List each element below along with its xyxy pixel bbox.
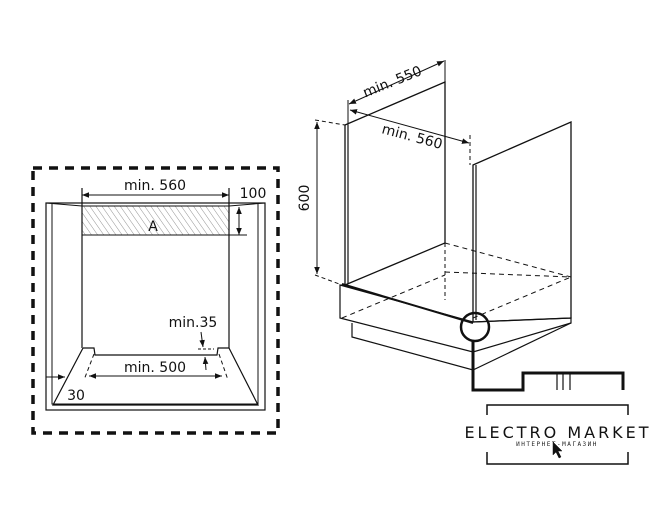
hatched-zone-a <box>81 205 230 236</box>
depth-gap-label: min.35 <box>169 315 218 331</box>
side-gap-label: 30 <box>67 388 85 404</box>
watermark-brand: ELECTRO MARKET <box>464 423 651 442</box>
front-view-diagram <box>31 166 280 435</box>
bottom-width-label: min. 500 <box>124 360 186 376</box>
zone-a-label: A <box>148 219 158 235</box>
detail-circle <box>459 311 491 343</box>
watermark-tagline: ИНТЕРНЕТ-МАГАЗИН <box>516 441 598 448</box>
top-gap-label: 100 <box>240 186 267 202</box>
dashed-niche-outline <box>31 166 280 435</box>
cabinet-width-label: min. 560 <box>380 121 444 153</box>
cabinet-diagram <box>314 60 625 392</box>
right-side-panel <box>472 121 572 323</box>
front-width-label: min. 560 <box>124 178 186 194</box>
cabinet-outline <box>45 202 266 411</box>
watermark-logo <box>486 404 629 465</box>
detail-leader <box>471 341 625 392</box>
height-label: 600 <box>297 185 313 212</box>
